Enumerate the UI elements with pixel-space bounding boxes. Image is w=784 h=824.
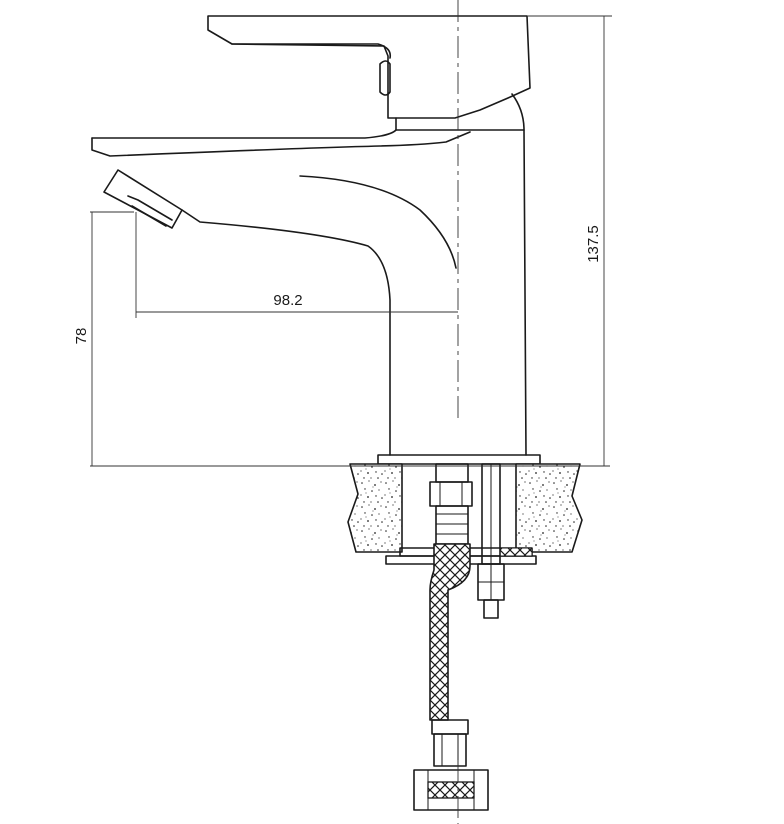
faucet-body xyxy=(91,15,541,465)
handle-lever xyxy=(207,15,531,119)
supply-hose xyxy=(413,463,489,811)
spout-top-front xyxy=(91,131,471,157)
base-flange xyxy=(377,454,541,465)
hose-braid xyxy=(429,543,471,721)
mounting-hatch xyxy=(499,547,533,557)
countertop-left xyxy=(347,463,403,553)
dimensions: 98.2 78 137.5 xyxy=(73,15,612,467)
handle-inner-edge xyxy=(231,43,392,59)
body-right xyxy=(523,129,527,456)
hose-nut xyxy=(413,769,489,811)
handle-knob xyxy=(379,60,391,96)
dim-spout-height: 78 xyxy=(73,328,90,345)
spout-inner-curve xyxy=(299,175,457,269)
aerator xyxy=(103,169,183,229)
mounting-stud xyxy=(477,463,505,619)
aerator-face xyxy=(127,195,173,227)
countertop-right xyxy=(515,463,583,553)
dim-total-height: 137.5 xyxy=(585,225,602,263)
spout-underside xyxy=(181,209,391,456)
dim-spout-reach: 98.2 xyxy=(273,292,302,309)
spout-top xyxy=(91,129,397,139)
